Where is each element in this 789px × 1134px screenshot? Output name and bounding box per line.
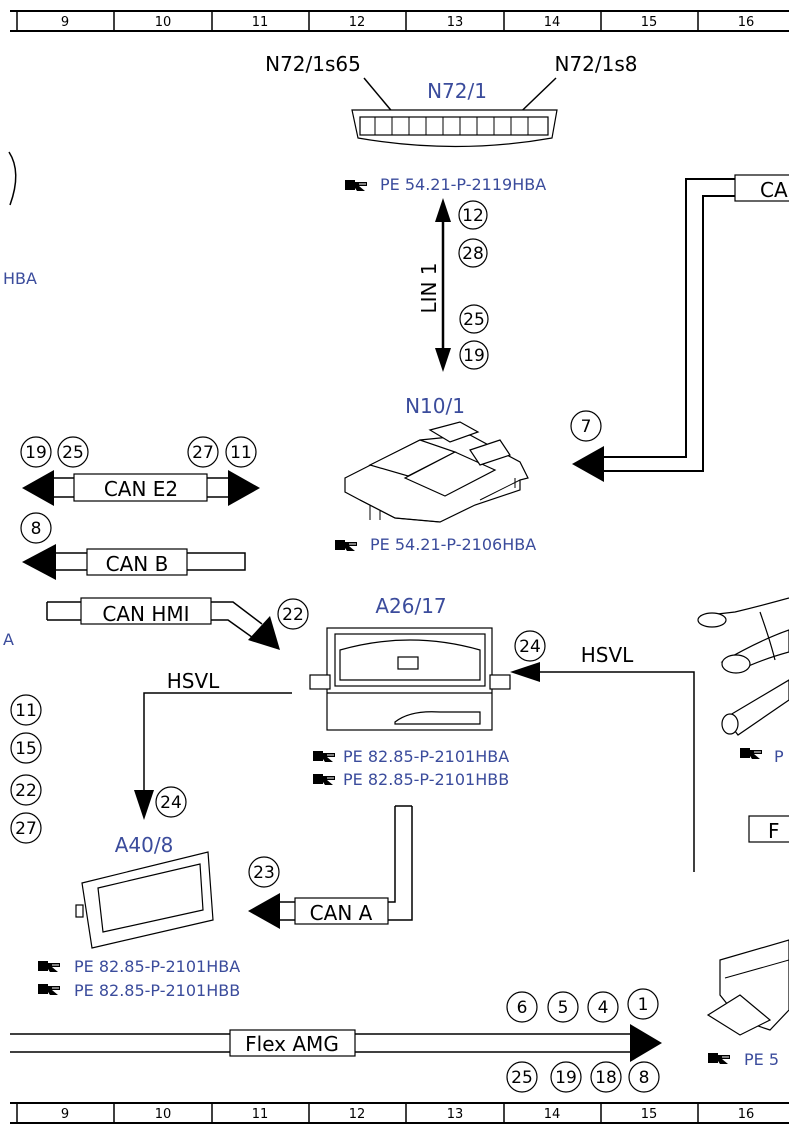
ref-pointer-icon (312, 750, 336, 763)
ruler-top-12: 12 (349, 15, 366, 30)
n10-1-ref: PE 54.21-P-2106HBA (370, 535, 536, 554)
can-e2-num-11: 11 (230, 443, 252, 463)
ref-pointer-icon (739, 747, 763, 760)
right-edge-fragments: P F PE 5 (697, 597, 789, 1069)
flex-amg-bus: Flex AMG 6 5 4 1 25 19 18 8 (10, 988, 662, 1093)
a26-17-component: A26/17 PE 82.85-P-2101HBA PE 82.85-P-210… (309, 594, 511, 789)
n72-1-label: N72/1 (427, 79, 487, 103)
can-b-bus: CAN B 8 (20, 512, 246, 580)
left-num-27: 27 (15, 819, 37, 839)
ruler-bottom-13: 13 (447, 1107, 464, 1122)
flex-num-8: 8 (639, 1068, 650, 1088)
can-b-label: CAN B (106, 552, 169, 576)
flex-amg-label: Flex AMG (245, 1032, 339, 1056)
n72-1-switch-row (374, 117, 529, 135)
left-number-column: 11 15 22 27 (10, 694, 42, 844)
ruler-top-11: 11 (252, 15, 269, 30)
lin-num-19: 19 (463, 346, 485, 366)
ref-pointer-icon (334, 539, 358, 552)
can-hmi-label: CAN HMI (102, 602, 189, 626)
bottom-right-ref: PE 5 (744, 1050, 779, 1069)
hsvl-right-line: HSVL 24 (510, 630, 695, 872)
left-edge-fragments: HBA A (3, 151, 37, 649)
flex-num-25: 25 (511, 1068, 533, 1088)
left-cut-ref: HBA (3, 269, 37, 288)
n72-1s65-label: N72/1s65 (265, 52, 361, 76)
left-num-15: 15 (15, 739, 37, 759)
flex-num-6: 6 (517, 998, 528, 1018)
left-num-22: 22 (15, 781, 37, 801)
ruler-top-15: 15 (641, 15, 658, 30)
can-a-bus: CAN A 23 (248, 805, 413, 929)
left-num-11: 11 (15, 701, 37, 721)
can-a-num-23: 23 (253, 863, 275, 883)
hsvl-num-24-right: 24 (519, 637, 541, 657)
flex-num-19: 19 (555, 1068, 577, 1088)
ref-pointer-icon (312, 773, 336, 786)
ruler-bottom-12: 12 (349, 1107, 366, 1122)
can-hmi-bus: CAN HMI 22 (46, 597, 309, 650)
ruler-bottom-10: 10 (155, 1107, 172, 1122)
can-b-num-8: 8 (31, 519, 42, 539)
flex-num-4: 4 (598, 998, 609, 1018)
a26-17-ref-2: PE 82.85-P-2101HBB (343, 770, 509, 789)
can-a-label: CAN A (310, 901, 373, 925)
can-num-7: 7 (581, 417, 592, 437)
can-e2-num-19: 19 (25, 443, 47, 463)
can-top-right-label: CA (760, 178, 788, 202)
right-mid-ref: P (774, 747, 784, 766)
lin-num-25: 25 (463, 310, 485, 330)
ref-pointer-icon (37, 960, 61, 973)
n72-1-ref: PE 54.21-P-2119HBA (380, 175, 546, 194)
hsvl-num-24-left: 24 (160, 793, 182, 813)
ruler-top-10: 10 (155, 15, 172, 30)
bottom-ruler: 9 10 11 12 13 14 15 16 (10, 1102, 789, 1124)
lin1-bus: LIN 1 12 28 25 19 (417, 198, 489, 372)
n10-1-component: N10/1 PE 54.21-P-2106HBA (334, 394, 536, 554)
can-e2-num-25: 25 (62, 443, 84, 463)
can-e2-bus: CAN E2 19 25 27 11 (20, 436, 260, 506)
flex-num-1: 1 (638, 995, 649, 1015)
a26-17-label: A26/17 (375, 594, 446, 618)
ruler-top-14: 14 (544, 15, 561, 30)
ref-pointer-icon (344, 179, 368, 192)
ruler-top-16: 16 (738, 15, 755, 30)
flex-num-18: 18 (595, 1068, 617, 1088)
a40-8-ref-1: PE 82.85-P-2101HBA (74, 957, 240, 976)
can-hmi-num-22: 22 (282, 605, 304, 625)
can-e2-label: CAN E2 (104, 477, 178, 501)
a26-17-ref-1: PE 82.85-P-2101HBA (343, 747, 509, 766)
lin1-label: LIN 1 (417, 262, 441, 313)
n72-1s8-label: N72/1s8 (554, 52, 637, 76)
ref-pointer-icon (707, 1052, 731, 1065)
a40-8-label: A40/8 (115, 833, 174, 857)
ruler-bottom-11: 11 (252, 1107, 269, 1122)
a40-8-ref-2: PE 82.85-P-2101HBB (74, 981, 240, 1000)
ruler-top-9: 9 (61, 15, 69, 30)
lin-num-12: 12 (462, 206, 484, 226)
n10-1-label: N10/1 (405, 394, 465, 418)
left-cut-a: A (3, 630, 14, 649)
hsvl-left-line: HSVL 24 (134, 669, 292, 820)
top-ruler: 9 10 11 12 13 14 15 16 (10, 10, 789, 32)
can-e2-num-27: 27 (192, 443, 214, 463)
a40-8-component: A40/8 PE 82.85-P-2101HBA PE 82.85-P-2101… (37, 833, 240, 1000)
lin-num-28: 28 (462, 244, 484, 264)
ref-pointer-icon (37, 983, 61, 996)
n72-1-component: N72/1s65 N72/1s8 N72/1 PE 54.21-P-2119HB… (265, 52, 637, 194)
flex-num-5: 5 (558, 998, 569, 1018)
ruler-bottom-14: 14 (544, 1107, 561, 1122)
ruler-bottom-16: 16 (738, 1107, 755, 1122)
hsvl-right-label: HSVL (581, 643, 634, 667)
right-box-label: F (768, 819, 780, 843)
can-top-right-bus: CA 7 (570, 174, 789, 482)
ruler-bottom-15: 15 (641, 1107, 658, 1122)
ruler-top-13: 13 (447, 15, 464, 30)
ruler-bottom-9: 9 (61, 1107, 69, 1122)
hsvl-left-label: HSVL (167, 669, 220, 693)
